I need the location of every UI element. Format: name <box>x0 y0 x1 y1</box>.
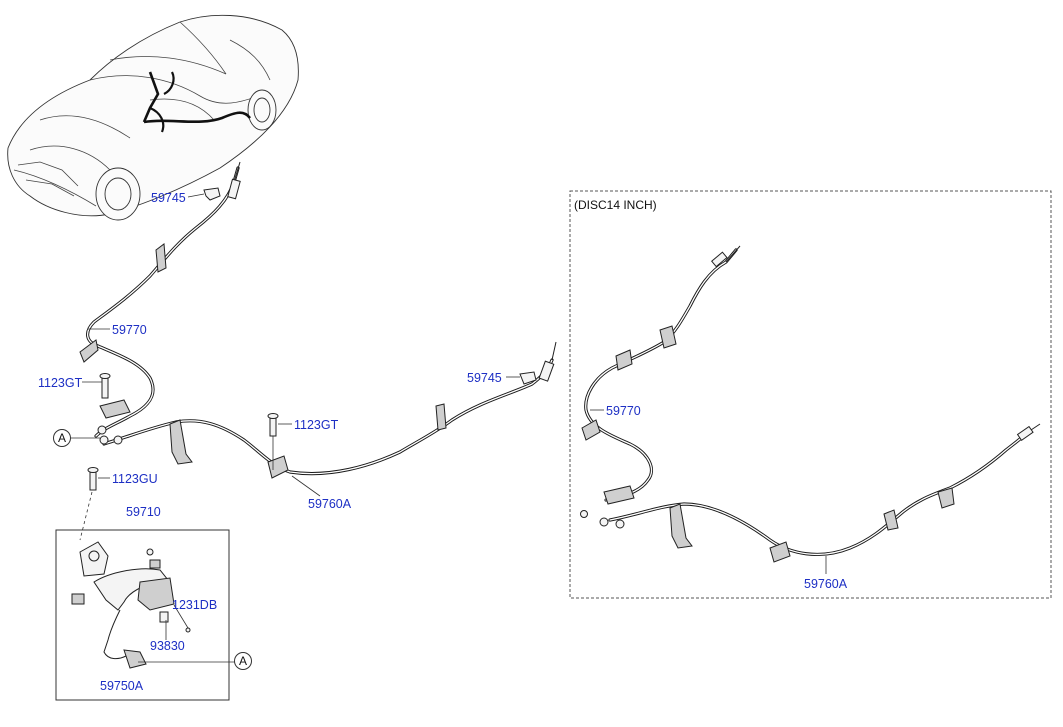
label-1231db: 1231DB <box>172 598 217 612</box>
label-59745-right: 59745 <box>467 371 502 385</box>
label-1123gu: 1123GU <box>112 472 158 486</box>
vehicle-illustration <box>7 14 299 221</box>
label-93830: 93830 <box>150 639 185 653</box>
label-59770-main: 59770 <box>112 323 147 337</box>
main-cable-assembly <box>79 161 557 541</box>
label-59760a-disc: 59760A <box>804 577 848 591</box>
label-59710: 59710 <box>126 505 161 519</box>
label-1123gt-mid: 1123GT <box>294 418 339 432</box>
callout-a-bottom: A <box>239 654 247 668</box>
callout-a-bottom-circle <box>234 652 252 670</box>
label-59750a: 59750A <box>100 679 144 693</box>
disc14-variant-box <box>569 190 1052 599</box>
label-59770-disc: 59770 <box>606 404 641 418</box>
callout-a-left: A <box>58 431 66 445</box>
leader-lines-main <box>70 193 520 497</box>
part-labels: 59745 59770 1123GT A 1123GU 59710 1231DB… <box>38 191 848 693</box>
callout-a-left-circle <box>53 429 71 447</box>
disc-box-title: (DISC14 INCH) <box>574 198 657 212</box>
lever-assembly-box <box>55 529 236 701</box>
label-1123gt-left: 1123GT <box>38 376 83 390</box>
label-59760a-main: 59760A <box>308 497 352 511</box>
label-59745-main: 59745 <box>151 191 186 205</box>
